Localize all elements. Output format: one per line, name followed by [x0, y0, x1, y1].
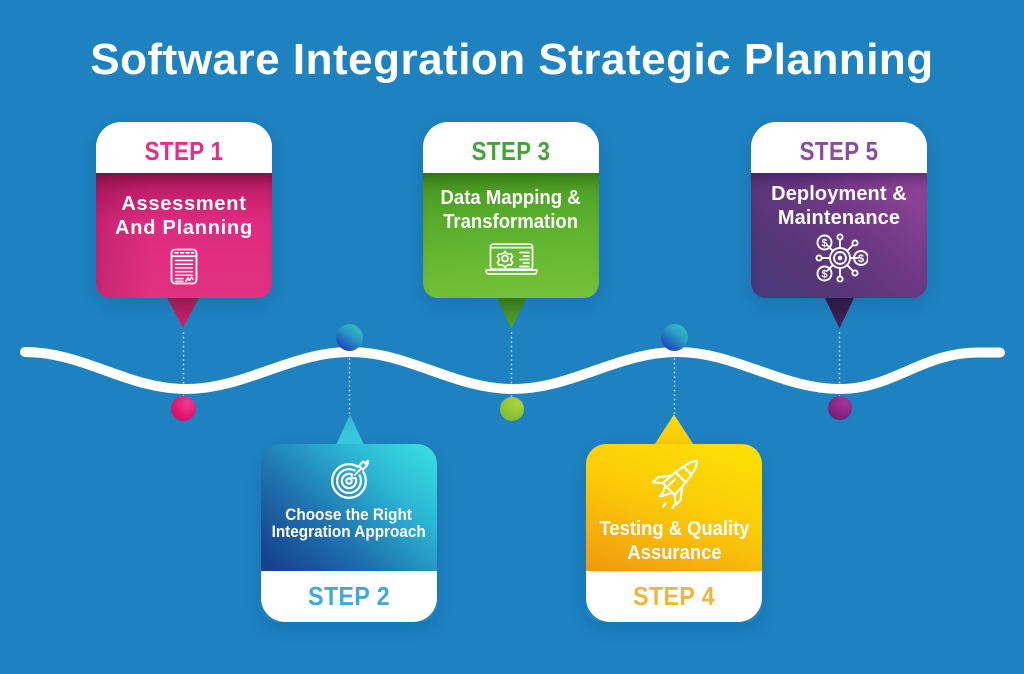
- svg-text:$: $: [821, 238, 827, 250]
- svg-text:$: $: [821, 269, 827, 281]
- svg-text:$: $: [858, 253, 864, 265]
